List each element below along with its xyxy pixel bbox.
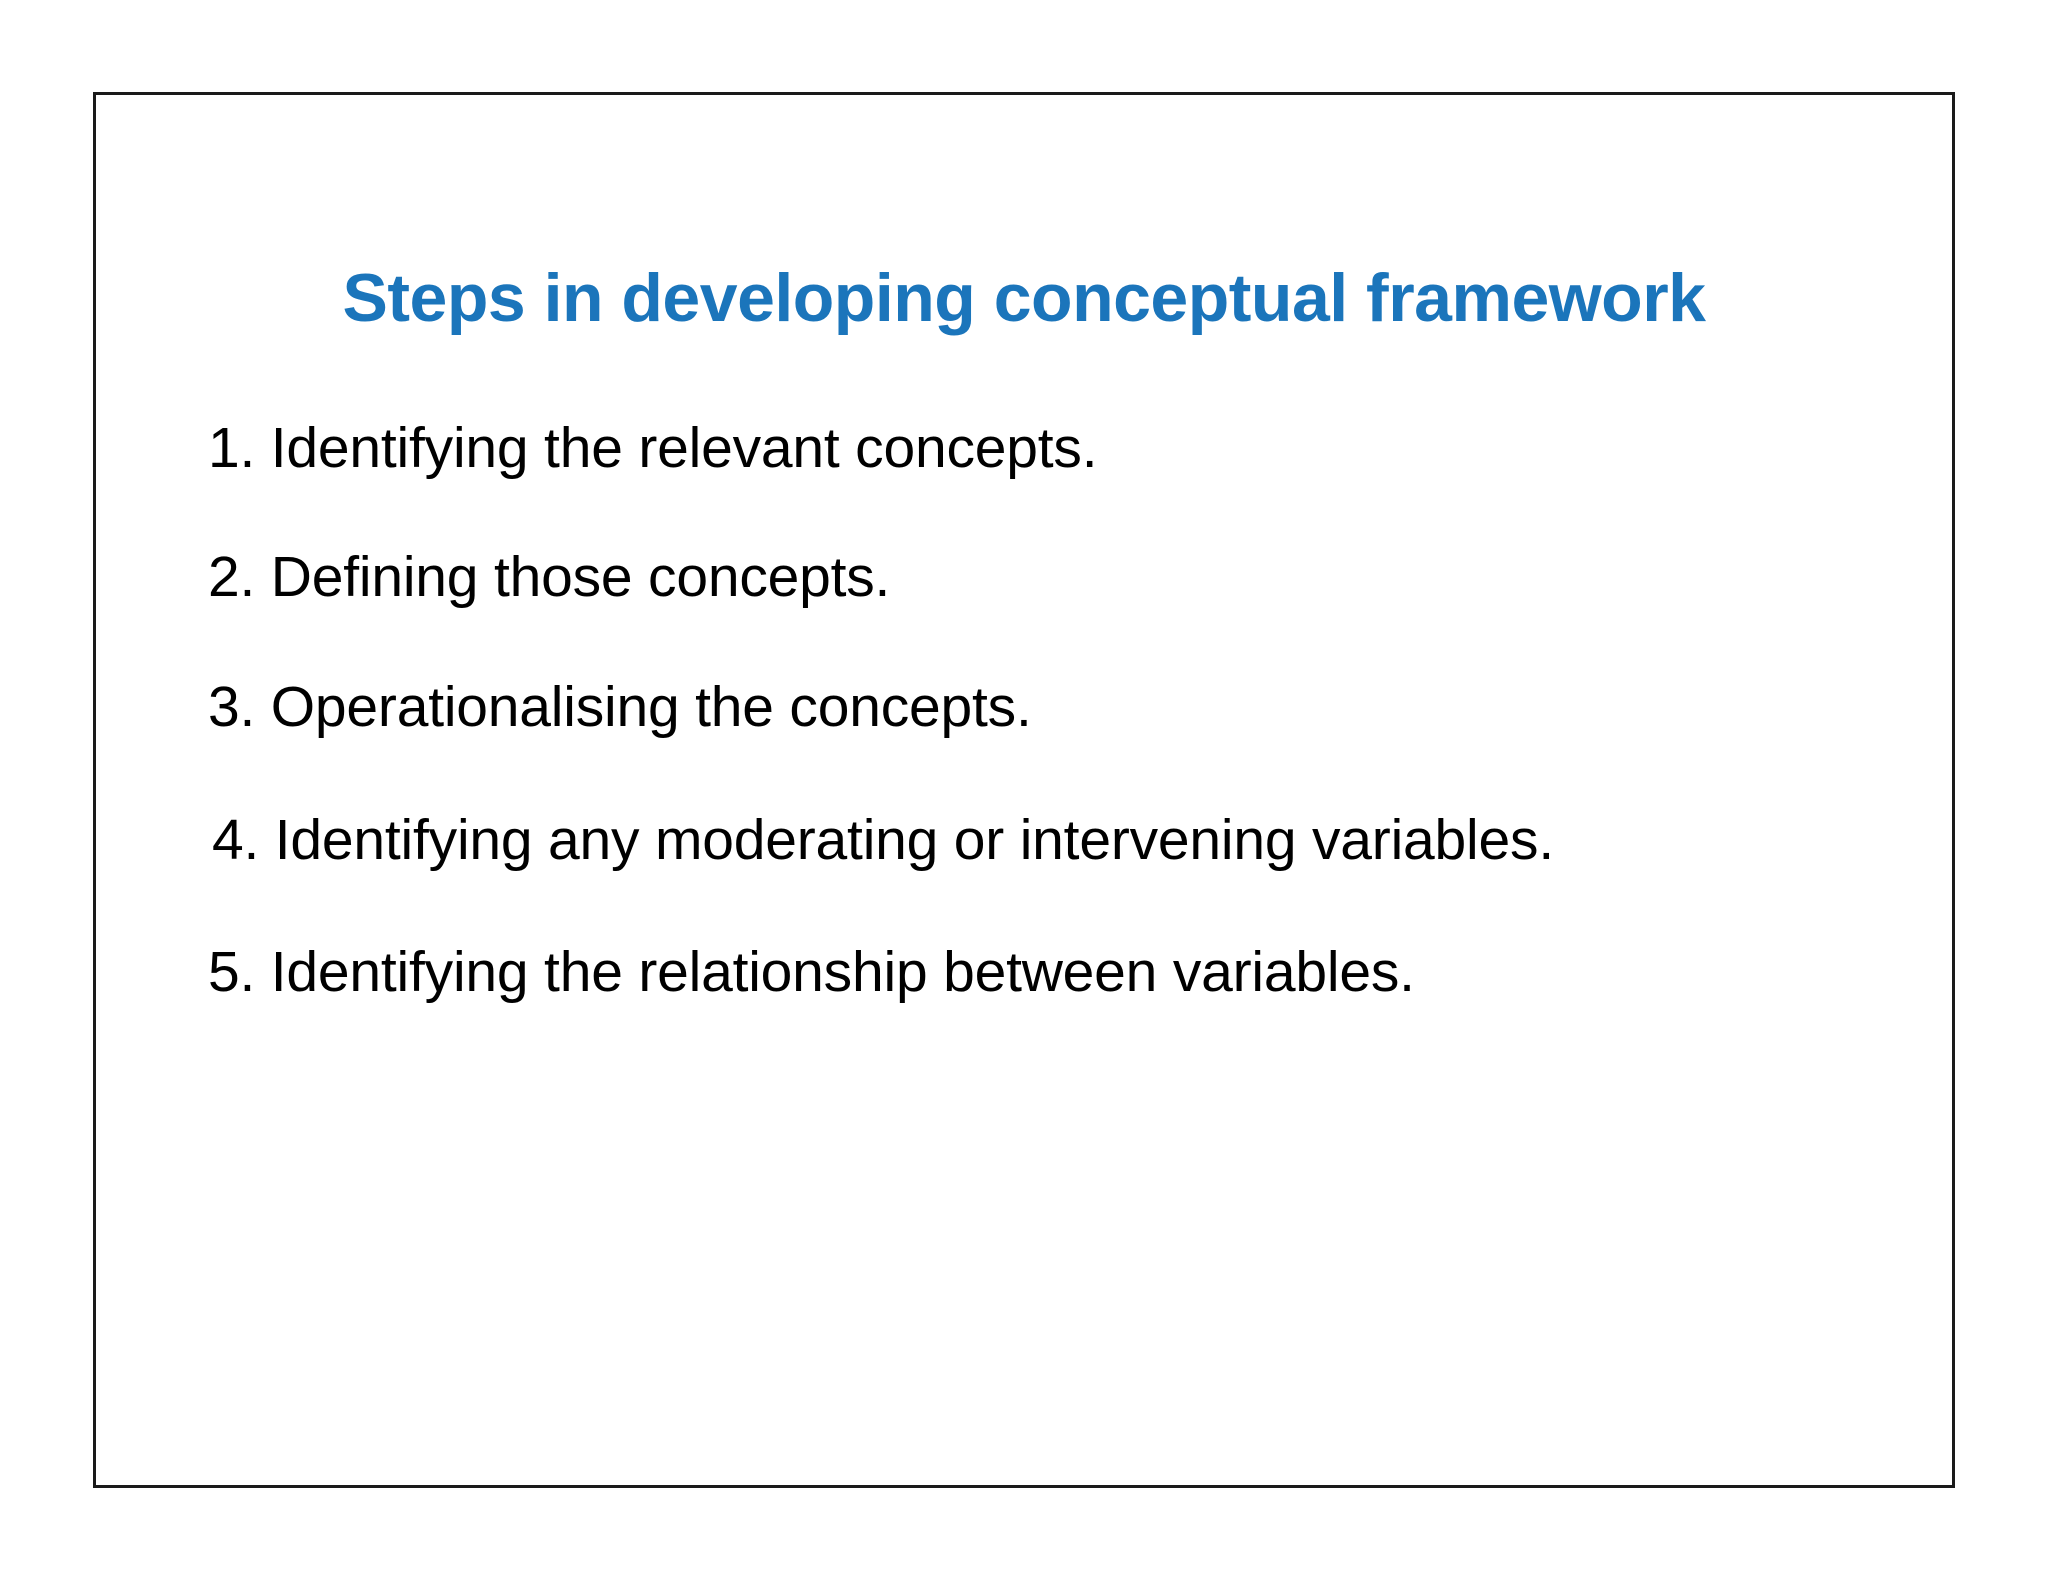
steps-list: 1. Identifying the relevant concepts. 2.… (208, 415, 1908, 1006)
list-item: 3. Operationalising the concepts. (208, 674, 1908, 741)
list-item-text: Identifying the relevant concepts. (270, 416, 1098, 480)
list-item-text: Identifying the relationship between var… (270, 939, 1415, 1004)
list-item: 1. Identifying the relevant concepts. (208, 415, 1908, 482)
list-item: 2. Defining those concepts. (208, 544, 1908, 611)
list-item-text: Defining those concepts. (270, 545, 891, 610)
page-title: Steps in developing conceptual framework (342, 259, 1706, 336)
list-item-number: 3. (208, 674, 256, 739)
list-item-text: Operationalising the concepts. (270, 674, 1032, 739)
list-item-number: 4. (212, 807, 260, 872)
list-item-number: 1. (208, 416, 256, 480)
list-item: 4. Identifying any moderating or interve… (208, 803, 1564, 877)
list-item-number: 2. (208, 545, 256, 610)
list-item-number: 5. (208, 939, 256, 1004)
list-item-text: Identifying any moderating or intervenin… (274, 807, 1554, 872)
slide-frame-border: Steps in developing conceptual framework… (93, 92, 1955, 1488)
list-item: 5. Identifying the relationship between … (208, 939, 1908, 1006)
